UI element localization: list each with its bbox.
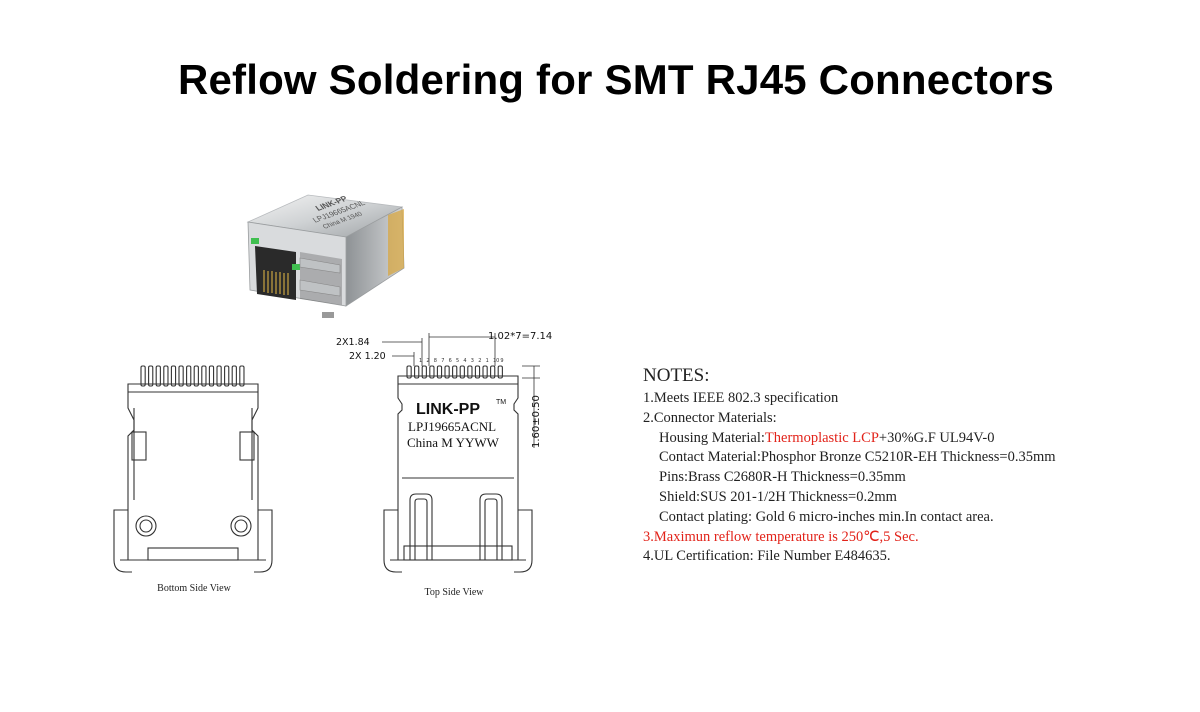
pin <box>178 365 184 387</box>
pin-number: 4 <box>463 358 466 364</box>
housing-suffix: +30%G.F UL94V-0 <box>878 429 995 446</box>
top-marking: China M YYWW <box>407 435 500 450</box>
pin <box>239 365 245 387</box>
top-side-view <box>383 365 533 573</box>
note-4: 4.UL Certification: File Number E484635. <box>643 548 891 565</box>
pin <box>414 365 420 379</box>
pin <box>467 365 473 379</box>
led-left <box>251 238 259 244</box>
bottom-view-caption: Bottom Side View <box>157 583 231 594</box>
note-pins: Pins:Brass C2680R-H Thickness=0.35mm <box>659 469 906 486</box>
housing-highlight: Thermoplastic LCP <box>764 429 879 446</box>
notes-block: NOTES: 1.Meets IEEE 802.3 specification … <box>643 364 1056 567</box>
bottom-pins <box>140 365 245 387</box>
top-pins <box>406 365 503 379</box>
pin <box>482 365 488 379</box>
bottom-side-view <box>113 365 273 573</box>
pin <box>155 365 161 387</box>
pin <box>201 365 207 387</box>
note-shield: Shield:SUS 201-1/2H Thickness=0.2mm <box>659 488 897 505</box>
pin-number: 2 <box>478 358 481 364</box>
pin <box>459 365 465 379</box>
dim-height: 1.60±0.50 <box>531 395 542 448</box>
note-1: 1.Meets IEEE 802.3 specification <box>643 390 839 406</box>
dimension-lines <box>382 333 540 448</box>
pin <box>436 365 443 379</box>
pin <box>186 365 192 387</box>
pin <box>208 365 215 387</box>
dim-a: 2X1.84 <box>336 337 370 348</box>
pin-number: 5 <box>456 358 459 364</box>
pin <box>490 365 496 379</box>
housing-prefix: Housing Material: <box>659 429 765 446</box>
led-right <box>292 264 300 270</box>
page-title: Reflow Soldering for SMT RJ45 Connectors <box>177 56 1055 103</box>
pin-number: 10 <box>493 358 499 364</box>
dim-b: 2X 1.20 <box>349 351 386 362</box>
pin <box>170 365 177 387</box>
pin <box>406 365 412 379</box>
product-photo: LINK-PP LPJ19665ACNL China M 1940 <box>246 194 405 318</box>
pin-number: 7 <box>441 358 444 364</box>
pin <box>429 365 435 379</box>
note-housing: Housing Material:Thermoplastic LCP+30%G.… <box>643 429 1056 449</box>
note-plating: Contact plating: Gold 6 micro-inches min… <box>659 508 994 525</box>
pin <box>474 365 481 379</box>
pin-number: 3 <box>471 358 474 364</box>
pin-number: 9 <box>500 358 503 364</box>
top-brand: LINK-PP <box>416 401 480 418</box>
pin <box>231 365 237 387</box>
note-2: 2.Connector Materials: <box>643 409 777 426</box>
pin-number: 1 <box>419 358 422 364</box>
pin <box>497 365 503 379</box>
top-trademark: TM <box>496 399 506 406</box>
pin <box>421 365 427 379</box>
top-view-caption: Top Side View <box>424 587 484 598</box>
pin-number: 1 <box>486 358 489 364</box>
pin-number: 8 <box>434 358 437 364</box>
dim-pitch: 1.02*7=7.14 <box>488 331 552 342</box>
pin-number: 2 <box>426 358 429 364</box>
pin <box>444 365 450 379</box>
pin <box>148 365 154 387</box>
notes-heading: NOTES: <box>643 365 710 386</box>
pin <box>224 365 230 387</box>
pin <box>193 365 199 387</box>
note-contact: Contact Material:Phosphor Bronze C5210R-… <box>659 449 1056 466</box>
note-3: 3.Maximun reflow temperature is 250℃,5 S… <box>643 528 919 545</box>
pin-number: 6 <box>449 358 452 364</box>
pin <box>163 365 169 387</box>
pin <box>452 365 458 379</box>
pin <box>216 365 222 387</box>
top-part: LPJ19665ACNL <box>408 419 496 434</box>
pin <box>140 365 146 387</box>
